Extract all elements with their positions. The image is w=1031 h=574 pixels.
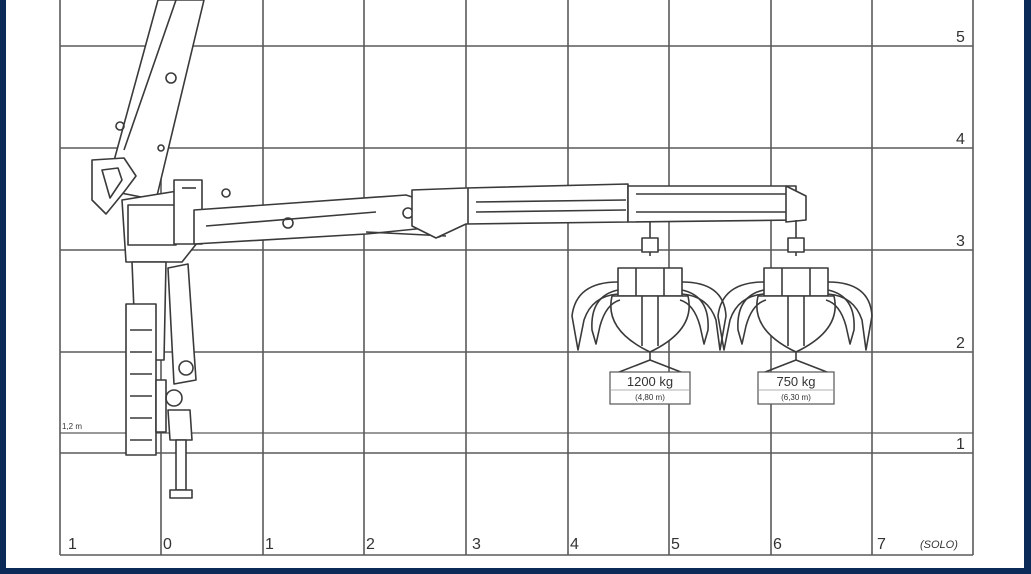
- x-label-5: 5: [671, 536, 680, 553]
- x-label-1: 1: [265, 536, 274, 553]
- y-axis-labels: 5 4 3 2 1: [956, 29, 965, 453]
- x-label-7: 7: [877, 536, 886, 553]
- x-label-4: 4: [570, 536, 579, 553]
- y-label-4: 4: [956, 131, 965, 148]
- crane-illustration: [91, 0, 807, 499]
- load-2-weight: 750 kg: [776, 374, 815, 389]
- load-1-weight: 1200 kg: [627, 374, 673, 389]
- x-label-6: 6: [773, 536, 782, 553]
- x-axis-labels: 1 0 1 2 3 4 5 6 7 (SOLO): [68, 536, 958, 553]
- load-2-reach: (6,30 m): [781, 393, 811, 402]
- x-label-0: 0: [163, 536, 172, 553]
- y-label-2: 2: [956, 335, 965, 352]
- grid: [59, 0, 974, 556]
- grapple-2: [717, 220, 873, 375]
- y-label-3: 3: [956, 233, 965, 250]
- x-label-3: 3: [472, 536, 481, 553]
- load-box-1: 1200 kg (4,80 m): [609, 371, 691, 405]
- grapple-1: [571, 222, 727, 375]
- crane-load-diagram: 5 4 3 2 1 1 0 1 2 3 4 5 6 7 (SOLO) 1,2 m: [6, 0, 1024, 568]
- y-label-5: 5: [956, 29, 965, 46]
- height-marker-label: 1,2 m: [62, 422, 82, 431]
- x-label-neg1: 1: [68, 536, 77, 553]
- load-1-reach: (4,80 m): [635, 393, 665, 402]
- x-axis-note: (SOLO): [920, 539, 958, 551]
- y-label-1: 1: [956, 436, 965, 453]
- diagram-canvas: 5 4 3 2 1 1 0 1 2 3 4 5 6 7 (SOLO) 1,2 m: [59, 0, 974, 556]
- x-label-2: 2: [366, 536, 375, 553]
- load-box-2: 750 kg (6,30 m): [757, 371, 835, 405]
